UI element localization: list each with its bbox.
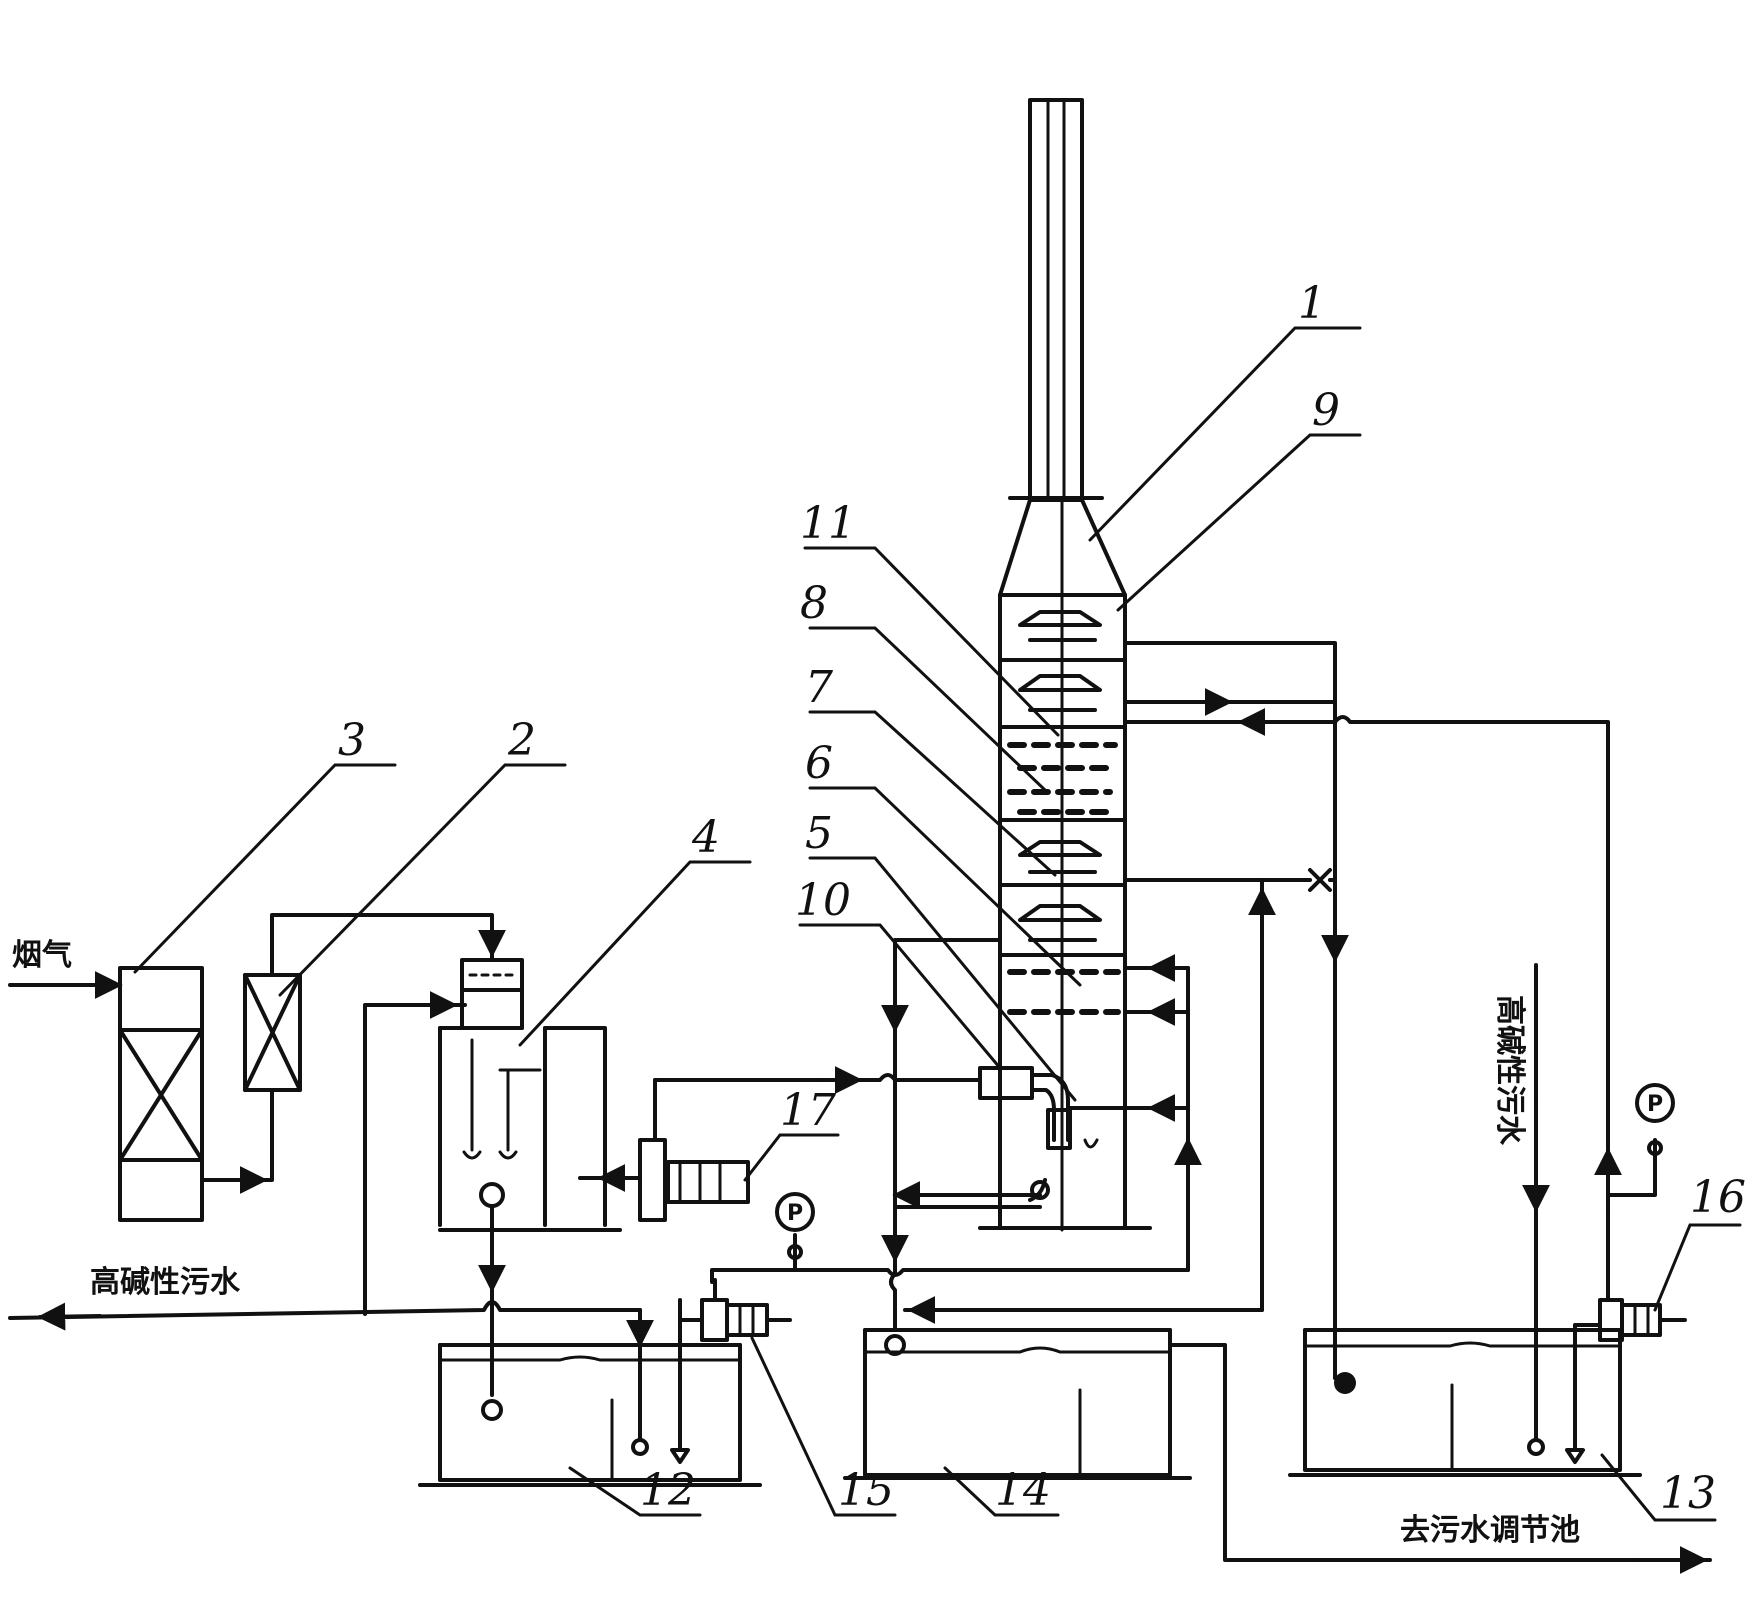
- label-17: 17: [780, 1085, 836, 1136]
- label-15: 15: [838, 1465, 894, 1516]
- label-5: 5: [805, 808, 833, 859]
- pump-16: P: [1594, 1083, 1687, 1342]
- label-13: 13: [1660, 1468, 1716, 1519]
- mixing-tank: [438, 958, 622, 1397]
- label-3: 3: [338, 715, 366, 766]
- flue-gas-inlet: 烟气: [8, 938, 123, 999]
- label-6: 6: [805, 738, 833, 789]
- callouts: 1 9 11 8 7 6 5 10 3 2 4 17 16: [133, 278, 1746, 1522]
- label-1: 1: [1298, 278, 1326, 329]
- svg-text:高碱性污水: 高碱性污水: [1492, 995, 1527, 1146]
- label-8: 8: [800, 578, 828, 629]
- dust-collector: [118, 966, 268, 1222]
- spray-head-lower: [1018, 840, 1102, 942]
- pump-15: P: [678, 1192, 815, 1342]
- absorption-tower: [892, 98, 1152, 1232]
- filter-unit: [243, 913, 506, 1182]
- venturi-inlet: [978, 1066, 1099, 1202]
- alkaline-wastewater-label-right: 高碱性污水: [1492, 995, 1527, 1146]
- label-16: 16: [1690, 1172, 1746, 1223]
- spray-head-upper: [1018, 610, 1102, 712]
- label-4: 4: [691, 812, 720, 863]
- pressure-gauge-label-16: P: [1647, 1092, 1663, 1117]
- alkaline-wastewater-label-left: 高碱性污水: [90, 1265, 241, 1300]
- pressure-gauge-label-15: P: [787, 1201, 803, 1226]
- label-9: 9: [1312, 385, 1340, 436]
- flue-gas-label: 烟气: [12, 938, 72, 973]
- circulation-piping: [653, 641, 1610, 1380]
- label-7: 7: [805, 662, 833, 713]
- label-12: 12: [640, 1465, 696, 1516]
- tank-12: [418, 1298, 762, 1487]
- tank-14: 去污水调节池: [843, 1328, 1712, 1574]
- packing-layer: [1007, 742, 1118, 815]
- alkaline-wastewater-line: 高碱性污水: [8, 991, 654, 1456]
- label-10: 10: [795, 875, 851, 926]
- to-regulating-tank-label: 去污水调节池: [1400, 1513, 1580, 1548]
- label-11: 11: [800, 498, 856, 549]
- label-14: 14: [995, 1465, 1051, 1516]
- fan-blower: [578, 1078, 750, 1222]
- tank-13: 高碱性污水: [1288, 963, 1642, 1477]
- label-2: 2: [507, 715, 536, 766]
